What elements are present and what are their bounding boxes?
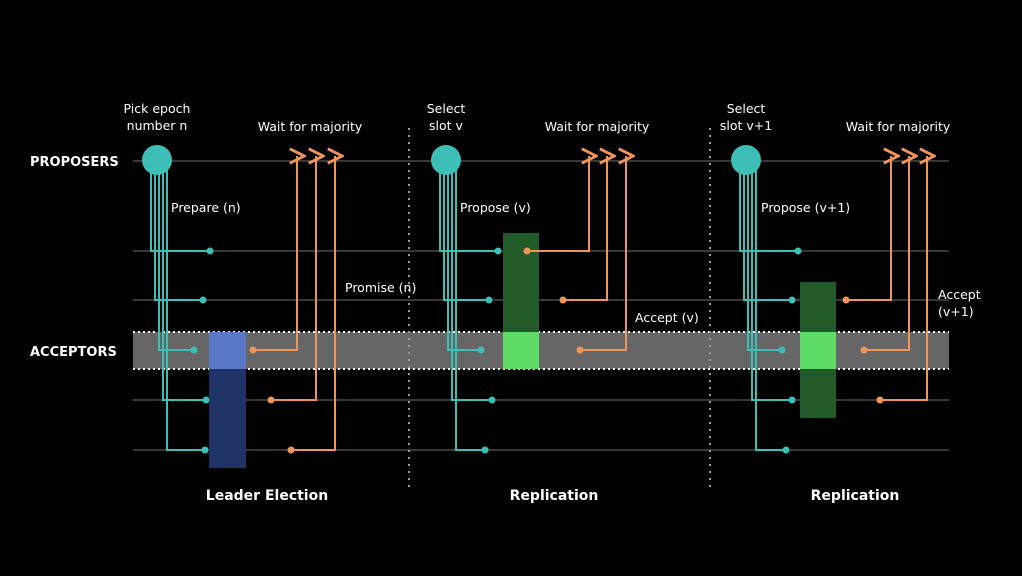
accept-label-line1: Accept <box>938 287 981 302</box>
accept-label-line2: (v+1) <box>938 304 974 319</box>
reply-origin-dot <box>267 396 275 404</box>
wait-for-majority-label: Wait for majority <box>545 119 650 134</box>
request-message-line <box>743 160 792 301</box>
request-message-line <box>162 160 206 401</box>
request-endpoint-dot <box>477 346 485 354</box>
election-block-quorum <box>209 332 246 369</box>
request-endpoint-dot <box>485 296 493 304</box>
reply-origin-dot <box>523 247 531 255</box>
accept-label: Accept (v) <box>635 310 699 325</box>
replication-title: Replication <box>811 488 900 504</box>
reply-message-arrow <box>580 156 626 351</box>
reply-message-arrow <box>291 156 335 451</box>
request-endpoint-dot <box>794 247 802 255</box>
request-endpoint-dot <box>202 396 210 404</box>
proposer-node <box>431 145 461 175</box>
request-endpoint-dot <box>788 296 796 304</box>
select-slot-label-line1: Select <box>427 101 466 116</box>
request-endpoint-dot <box>199 296 207 304</box>
leader-election-title: Leader Election <box>206 488 328 504</box>
reply-message-arrow <box>880 156 927 401</box>
request-message-line <box>455 160 485 451</box>
select-slot-label-line2: slot v <box>429 118 464 133</box>
request-endpoint-dot <box>788 396 796 404</box>
request-message-line <box>451 160 492 401</box>
wait-for-majority-label: Wait for majority <box>258 119 363 134</box>
reply-message-arrow <box>864 156 909 351</box>
request-message-line <box>747 160 782 351</box>
select-slot-label-line1: Select <box>727 101 766 116</box>
election-block <box>209 369 246 468</box>
replication-block <box>800 282 836 332</box>
request-endpoint-dot <box>206 247 214 255</box>
reply-origin-dot <box>249 346 257 354</box>
reply-origin-dot <box>860 346 868 354</box>
pick-epoch-label-line1: Pick epoch <box>124 101 191 116</box>
prepare-label: Prepare (n) <box>171 200 241 215</box>
reply-message-arrow <box>563 156 607 301</box>
reply-origin-dot <box>842 296 850 304</box>
request-message-line <box>439 160 498 252</box>
request-endpoint-dot <box>481 446 489 454</box>
request-endpoint-dot <box>778 346 786 354</box>
request-message-line <box>150 160 210 252</box>
request-endpoint-dot <box>190 346 198 354</box>
proposers-label: PROPOSERS <box>30 155 119 170</box>
replication-block <box>503 233 539 332</box>
pick-epoch-label-line2: number n <box>127 118 188 133</box>
request-message-line <box>739 160 798 252</box>
request-message-line <box>158 160 194 351</box>
reply-origin-dot <box>559 296 567 304</box>
request-message-line <box>443 160 489 301</box>
reply-origin-dot <box>876 396 884 404</box>
proposer-node <box>731 145 761 175</box>
promise-label: Promise (n) <box>345 280 416 295</box>
propose-label: Propose (v+1) <box>761 200 850 215</box>
request-message-line <box>166 160 205 451</box>
replication-block-quorum <box>800 332 836 369</box>
replication-block-quorum <box>503 332 539 369</box>
request-endpoint-dot <box>488 396 496 404</box>
request-message-line <box>154 160 203 301</box>
request-message-line <box>751 160 792 401</box>
replication-block <box>800 369 836 418</box>
select-slot-label-line2: slot v+1 <box>720 118 772 133</box>
acceptors-label: ACCEPTORS <box>30 345 117 360</box>
reply-message-arrow <box>253 156 297 351</box>
reply-message-arrow <box>846 156 891 301</box>
request-endpoint-dot <box>494 247 502 255</box>
reply-message-arrow <box>271 156 316 401</box>
request-message-line <box>755 160 786 451</box>
replication-title: Replication <box>510 488 599 504</box>
wait-for-majority-label: Wait for majority <box>846 119 951 134</box>
request-message-line <box>447 160 481 351</box>
request-endpoint-dot <box>782 446 790 454</box>
propose-label: Propose (v) <box>460 200 531 215</box>
reply-origin-dot <box>287 446 295 454</box>
request-endpoint-dot <box>201 446 209 454</box>
reply-origin-dot <box>576 346 584 354</box>
reply-message-arrow <box>527 156 589 252</box>
proposer-node <box>142 145 172 175</box>
